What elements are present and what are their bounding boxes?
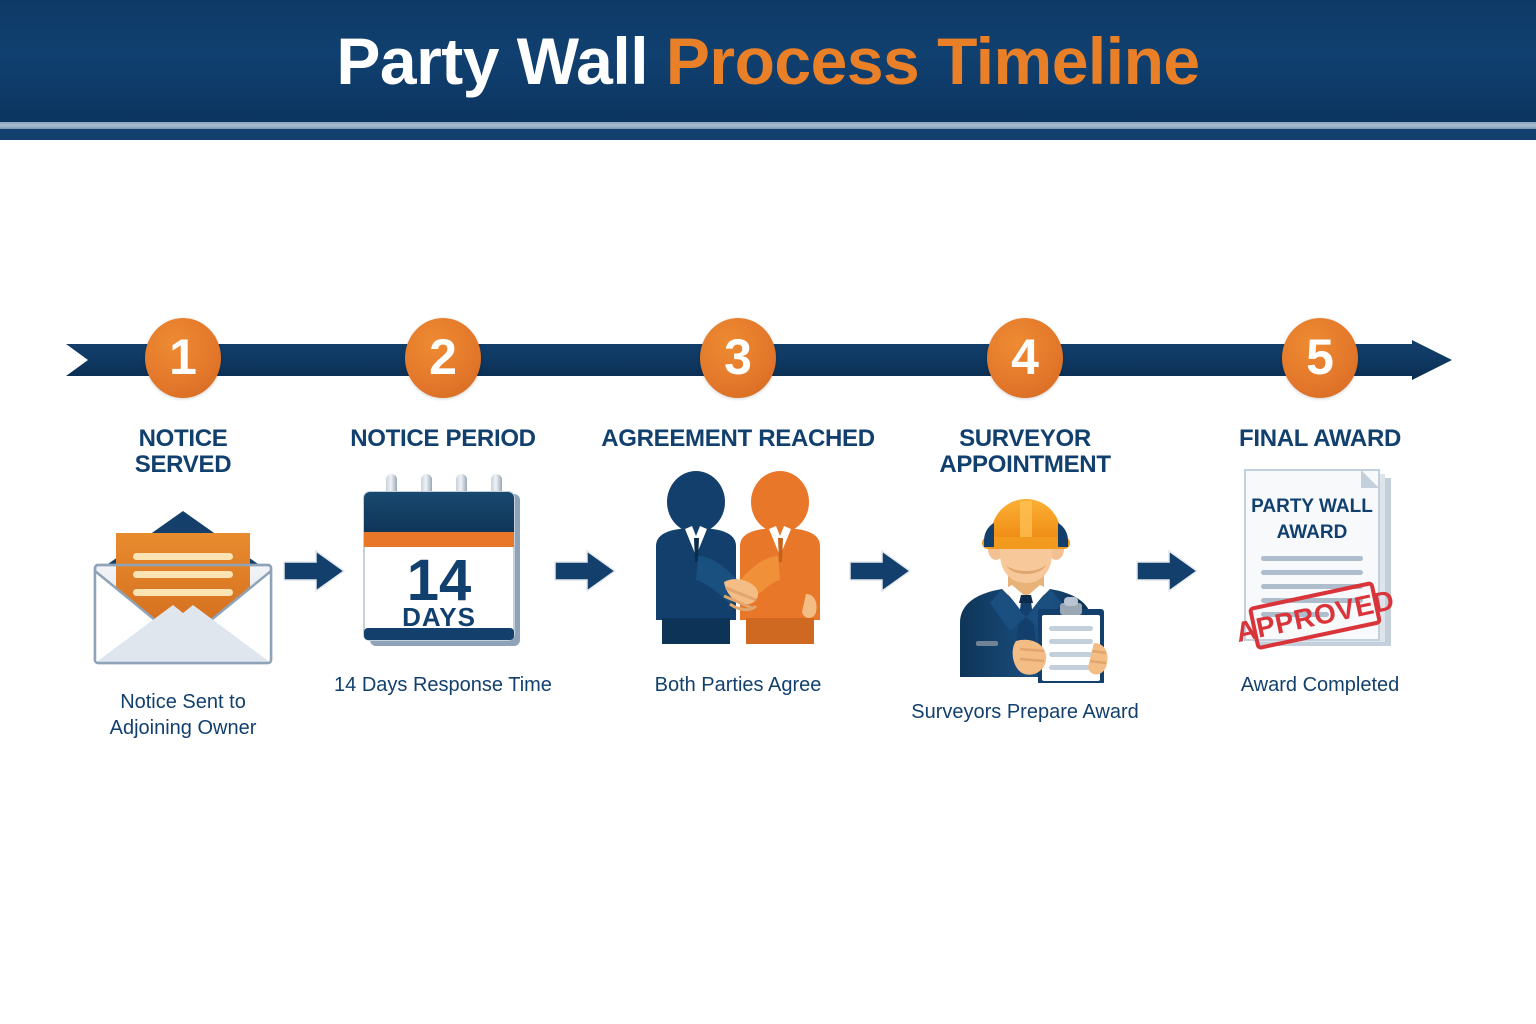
- step-number-4: 4: [1011, 329, 1039, 385]
- step-icon-wrap-5: PARTY WALL AWARD APPROVED: [1180, 466, 1460, 656]
- timeline-step-4[interactable]: 4 SURVEYOR APPOINTMENT: [885, 318, 1165, 725]
- step-number-badge-4[interactable]: 4: [987, 318, 1063, 398]
- award-document-icon: PARTY WALL AWARD APPROVED: [1233, 469, 1397, 650]
- open-envelope-icon: [93, 510, 273, 665]
- step-number-3: 3: [724, 329, 752, 385]
- step-caption-5: Award Completed: [1240, 674, 1400, 697]
- step-caption-4: Surveyors Prepare Award: [911, 700, 1139, 723]
- step-number-badge-3[interactable]: 3: [700, 318, 776, 398]
- step-icon-wrap-1: [43, 483, 323, 673]
- connector-arrow-4: [1135, 548, 1199, 594]
- connector-arrow-3: [848, 548, 912, 594]
- step-title-3: AGREEMENT REACHED: [601, 425, 875, 452]
- timeline-step-1[interactable]: 1 NOTICE SERVED: [43, 318, 323, 741]
- page-title: Party Wall Process Timeline: [0, 28, 1536, 94]
- award-heading-line1: PARTY WALL: [1251, 496, 1373, 517]
- header-banner: [0, 0, 1536, 122]
- page-title-primary: Party Wall: [336, 24, 649, 98]
- surveyor-clipboard-icon: [960, 498, 1108, 683]
- connector-arrow-2: [553, 548, 617, 594]
- calendar-icon: 14 DAYS: [363, 474, 520, 647]
- right-arrow-icon: [849, 549, 912, 593]
- step-number-badge-5[interactable]: 5: [1282, 318, 1358, 398]
- step-icon-wrap-2: 14 DAYS: [303, 466, 583, 656]
- connector-arrow-1: [282, 548, 346, 594]
- handshake-icon: [656, 471, 820, 645]
- header-divider: [0, 122, 1536, 129]
- step-number-2: 2: [429, 329, 457, 385]
- page-title-secondary: Process Timeline: [665, 24, 1200, 98]
- step-title-5: FINAL AWARD: [1238, 425, 1402, 452]
- right-arrow-icon: [554, 549, 617, 593]
- calendar-unit-label: DAYS: [402, 602, 476, 632]
- step-title-1: NOTICE SERVED: [134, 425, 232, 479]
- step-caption-2: 14 Days Response Time: [334, 674, 552, 697]
- timeline-step-2[interactable]: 2 NOTICE PERIOD: [303, 318, 583, 698]
- step-icon-wrap-4: [885, 493, 1165, 683]
- step-caption-3: Both Parties Agree: [654, 674, 822, 697]
- timeline-step-3[interactable]: 3 AGREEMENT REACHED: [598, 318, 878, 698]
- step-caption-1: Notice Sent to Adjoining Owner: [109, 690, 257, 739]
- calendar-big-number: 14: [407, 548, 472, 613]
- award-heading-line2: AWARD: [1277, 522, 1348, 543]
- header-underbar: [0, 129, 1536, 140]
- step-number-5: 5: [1306, 329, 1334, 385]
- step-number-badge-1[interactable]: 1: [145, 318, 221, 398]
- timeline-step-5[interactable]: 5 FINAL AWARD PARTY WALL AWARD APPROVED: [1180, 318, 1460, 698]
- right-arrow-icon: [283, 549, 346, 593]
- step-icon-wrap-3: [598, 466, 878, 656]
- step-number-1: 1: [169, 329, 197, 385]
- step-title-4: SURVEYOR APPOINTMENT: [939, 425, 1111, 479]
- right-arrow-icon: [1136, 549, 1199, 593]
- step-title-2: NOTICE PERIOD: [350, 425, 536, 452]
- step-number-badge-2[interactable]: 2: [405, 318, 481, 398]
